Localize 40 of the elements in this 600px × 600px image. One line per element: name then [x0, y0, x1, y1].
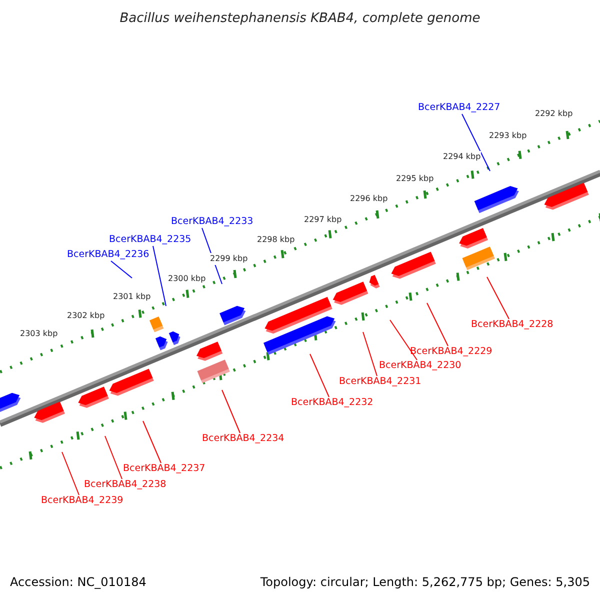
gene-label: BcerKBAB4_2239: [41, 495, 124, 507]
gene-label: BcerKBAB4_2237: [123, 463, 206, 475]
leader-line: [486, 276, 510, 320]
tick-label: 2301 kbp: [113, 291, 151, 303]
tick-label: 2295 kbp: [396, 173, 434, 185]
leader-line: [142, 420, 162, 464]
leader-line: [310, 354, 330, 398]
tick-label: 2298 kbp: [257, 234, 295, 246]
gene-label: BcerKBAB4_2229: [410, 346, 492, 358]
tick-label: 2300 kbp: [168, 273, 206, 285]
footer-text: Accession: NC_010184: [10, 576, 146, 588]
footer-text: Topology: circular; Length: 5,262,775 bp; Genes: 5,305: [260, 576, 590, 588]
leader-line: [152, 246, 166, 306]
tick-label: 2296 kbp: [350, 193, 388, 205]
tick-label: 2292 kbp: [535, 108, 573, 120]
leader-line: [390, 320, 418, 360]
gene-label: BcerKBAB4_2234: [202, 433, 284, 445]
tick-label: 2302 kbp: [67, 310, 105, 322]
tick-label: 2294 kbp: [443, 151, 481, 163]
gene-label: BcerKBAB4_2236: [67, 249, 150, 261]
title: Bacillus weihenstephanensis KBAB4, complete genome: [118, 12, 482, 26]
gene-label: BcerKBAB4_2238: [84, 479, 166, 491]
gene-label: BcerKBAB4_2235: [109, 234, 192, 246]
gene-label: BcerKBAB4_2227: [418, 102, 500, 114]
leader-line: [62, 452, 80, 496]
tick-label: 2303 kbp: [20, 328, 58, 340]
gene-label: BcerKBAB4_2230: [379, 360, 462, 372]
tick-label: 2299 kbp: [210, 253, 248, 265]
leader-line: [426, 302, 448, 346]
leader-line: [110, 260, 132, 278]
tick-label: 2293 kbp: [489, 130, 527, 142]
leader-line: [222, 390, 240, 434]
gene-label: BcerKBAB4_2232: [291, 397, 374, 409]
gene-label: BcerKBAB4_2233: [171, 216, 254, 228]
tick-label: 2297 kbp: [304, 214, 342, 226]
leader-line: [362, 332, 378, 376]
gene-label: BcerKBAB4_2228: [471, 319, 554, 331]
leader-line: [104, 436, 122, 480]
gene-label: BcerKBAB4_2231: [339, 376, 422, 388]
leader-line: [462, 114, 490, 172]
